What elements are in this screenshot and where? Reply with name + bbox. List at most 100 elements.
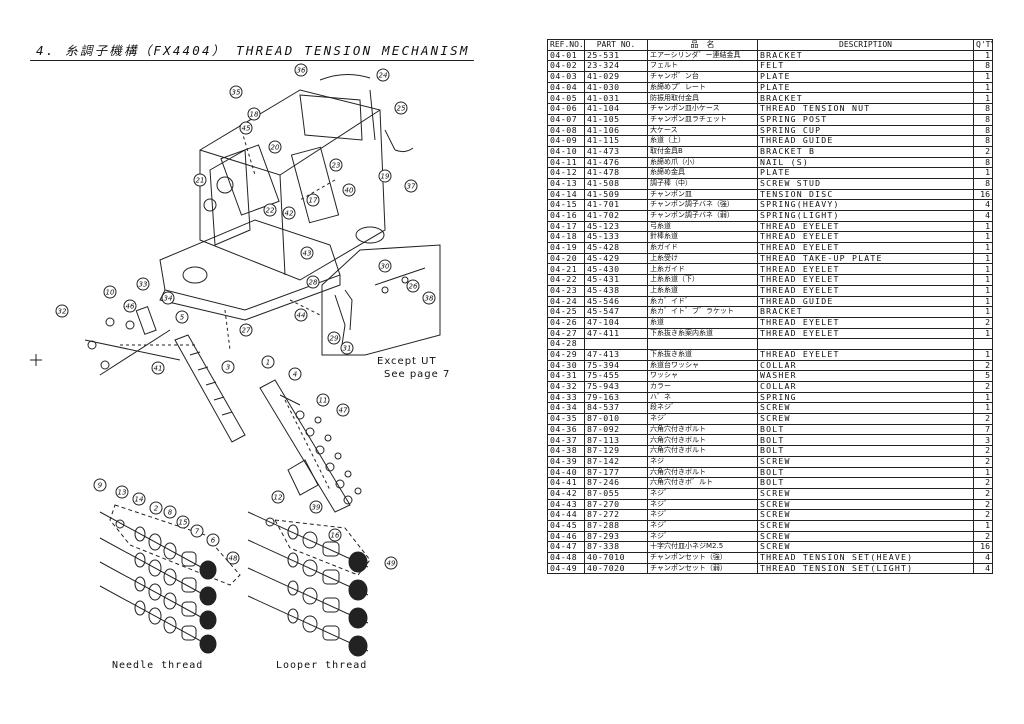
- cell-qty: 4: [973, 562, 993, 575]
- cell-part-no: 41-476: [584, 156, 648, 169]
- cell-ref: 04-13: [547, 177, 585, 190]
- callout-number: 28: [309, 279, 318, 287]
- callout-24: 24: [376, 68, 390, 82]
- cell-name-jp: フェルト: [647, 60, 758, 73]
- cell-description: SCREW: [757, 498, 974, 511]
- cell-ref: 04-05: [547, 92, 585, 105]
- callout-22: 22: [263, 203, 277, 217]
- cell-qty: 2: [973, 316, 993, 329]
- header-description: DESCRIPTION: [757, 39, 974, 51]
- callout-number: 40: [345, 187, 354, 195]
- callout-18: 18: [247, 107, 261, 121]
- cell-name-jp: ワッシャ: [647, 370, 758, 382]
- cell-qty: 8: [973, 103, 993, 115]
- cell-name-jp: 上糸受け: [647, 252, 758, 265]
- cell-part-no: 41-031: [584, 92, 648, 105]
- cell-ref: 04-12: [547, 167, 585, 179]
- callout-number: 31: [343, 345, 352, 353]
- cell-qty: 16: [973, 188, 993, 201]
- cell-part-no: 41-104: [584, 103, 648, 115]
- cell-description: THREAD GUIDE: [757, 135, 974, 147]
- callout-number: 41: [154, 365, 163, 373]
- cell-description: BOLT: [757, 445, 974, 457]
- cell-name-jp: ネジ゛: [647, 509, 758, 521]
- cell-description: SPRING(LIGHT): [757, 210, 974, 222]
- cell-description: SCREW: [757, 413, 974, 425]
- cell-part-no: 41-106: [584, 124, 648, 137]
- callout-32: 32: [55, 304, 69, 318]
- cell-name-jp: チャンポン調子バネ（強）: [647, 199, 758, 211]
- callout-7: 7: [190, 524, 204, 538]
- cell-ref: 04-23: [547, 284, 585, 297]
- cell-ref: 04-35: [547, 413, 585, 425]
- cell-qty: 2: [973, 530, 993, 543]
- cell-part-no: 79-163: [584, 391, 648, 404]
- callout-3: 3: [221, 360, 235, 374]
- needle-thread-caption: Needle thread: [112, 660, 204, 671]
- callout-21: 21: [193, 173, 207, 187]
- cell-qty: 1: [973, 306, 993, 318]
- cell-description: TENSION DISC: [757, 188, 974, 201]
- cell-description: SCREW: [757, 519, 974, 532]
- exploded-diagram: 1234567891011121314151617181920212223242…: [30, 63, 441, 657]
- header-ref: REF.NO.: [547, 39, 585, 51]
- callout-38: 38: [422, 291, 436, 305]
- cell-qty: 8: [973, 177, 993, 190]
- cell-qty: 1: [973, 231, 993, 244]
- cell-ref: 04-20: [547, 252, 585, 265]
- callout-9: 9: [93, 478, 107, 492]
- cell-qty: 1: [973, 263, 993, 276]
- cell-ref: 04-10: [547, 145, 585, 158]
- cell-ref: 04-01: [547, 49, 585, 62]
- callout-30: 30: [378, 259, 392, 273]
- callout-6: 6: [206, 533, 220, 547]
- cell-part-no: 45-431: [584, 274, 648, 286]
- cell-qty: 8: [973, 124, 993, 137]
- cell-qty: 7: [973, 423, 993, 436]
- callout-number: 8: [168, 509, 173, 517]
- cell-name-jp: ネジ゛: [647, 498, 758, 511]
- cell-name-jp: 段ネジ゛: [647, 402, 758, 415]
- cell-qty: 1: [973, 81, 993, 94]
- callout-10: 10: [103, 285, 117, 299]
- cell-part-no: 87-142: [584, 455, 648, 468]
- cell-description: SCREW: [757, 455, 974, 468]
- cell-name-jp: 糸締めプ゛レート: [647, 81, 758, 94]
- cell-name-jp: [647, 338, 758, 350]
- header-qty: Q'TY: [973, 39, 993, 51]
- cell-part-no: 45-429: [584, 252, 648, 265]
- cell-part-no: 41-105: [584, 113, 648, 126]
- cell-name-jp: チャンポン皿: [647, 188, 758, 201]
- callout-number: 4: [293, 371, 297, 379]
- cell-description: COLLAR: [757, 359, 974, 372]
- callout-47: 47: [336, 403, 350, 417]
- callout-23: 23: [329, 158, 343, 172]
- cell-description: SPRING(HEAVY): [757, 199, 974, 211]
- cell-part-no: 41-701: [584, 199, 648, 211]
- cell-qty: 2: [973, 509, 993, 521]
- cell-description: WASHER: [757, 370, 974, 382]
- cell-name-jp: 糸道台ワッシャ: [647, 359, 758, 372]
- callout-35: 35: [229, 85, 243, 99]
- callout-4: 4: [288, 367, 302, 381]
- cell-description: BRACKET: [757, 49, 974, 62]
- callout-number: 3: [226, 364, 230, 372]
- cell-name-jp: 糸カ゛イト゛ブ゛ラケット: [647, 306, 758, 318]
- callout-number: 5: [180, 314, 185, 322]
- cell-part-no: 40-7020: [584, 562, 648, 575]
- cell-description: THREAD EYELET: [757, 348, 974, 361]
